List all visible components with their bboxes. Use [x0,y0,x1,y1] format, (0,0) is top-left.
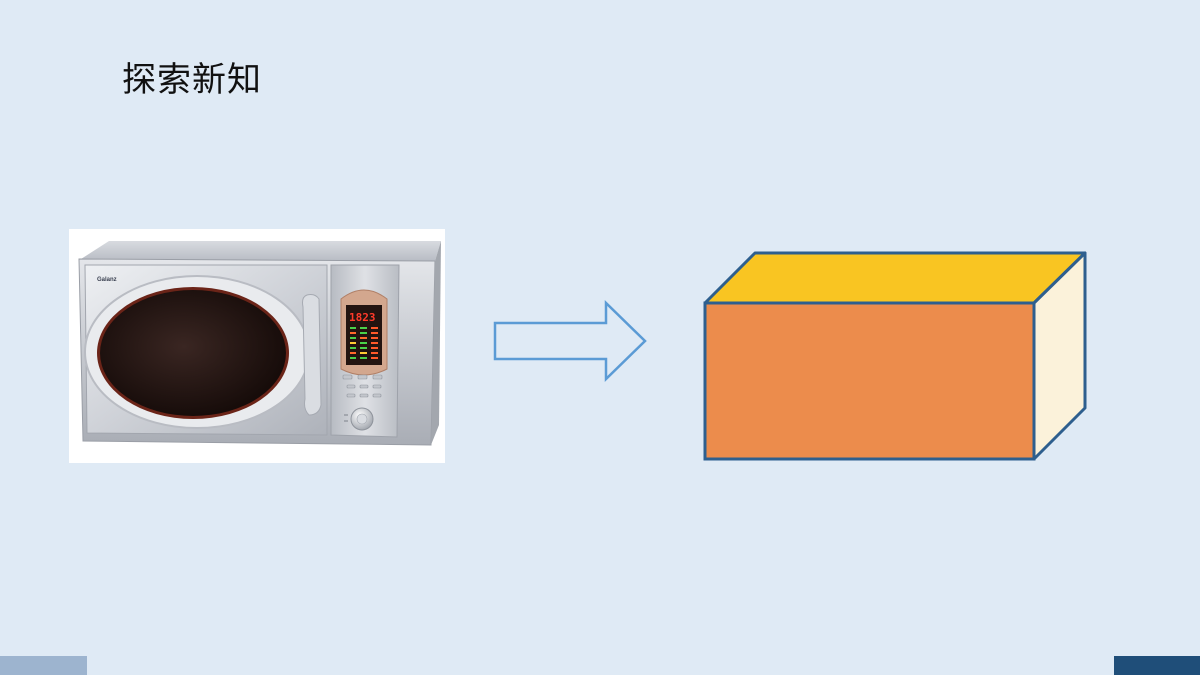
slide-title: 探索新知 [122,60,262,100]
cuboid-top-face [703,251,1087,305]
microwave-top [81,241,441,261]
footer-bar-left [0,656,87,675]
microwave-side [431,241,441,445]
cuboid-front-face [703,301,1036,461]
microwave-photo: Galanz 1823 [69,229,445,463]
led-indicators [350,327,378,359]
footer-bar-right [1114,656,1200,675]
led-screen [346,305,382,365]
door-handle [302,294,322,416]
microwave-window [100,290,286,416]
cuboid-shape [700,248,1092,464]
control-buttons [342,374,383,398]
arrow-right-outline-icon [490,300,650,384]
brand-label: Galanz [97,277,117,283]
microwave-illustration: Galanz 1823 [78,241,441,446]
led-display: 1823 [349,311,376,324]
